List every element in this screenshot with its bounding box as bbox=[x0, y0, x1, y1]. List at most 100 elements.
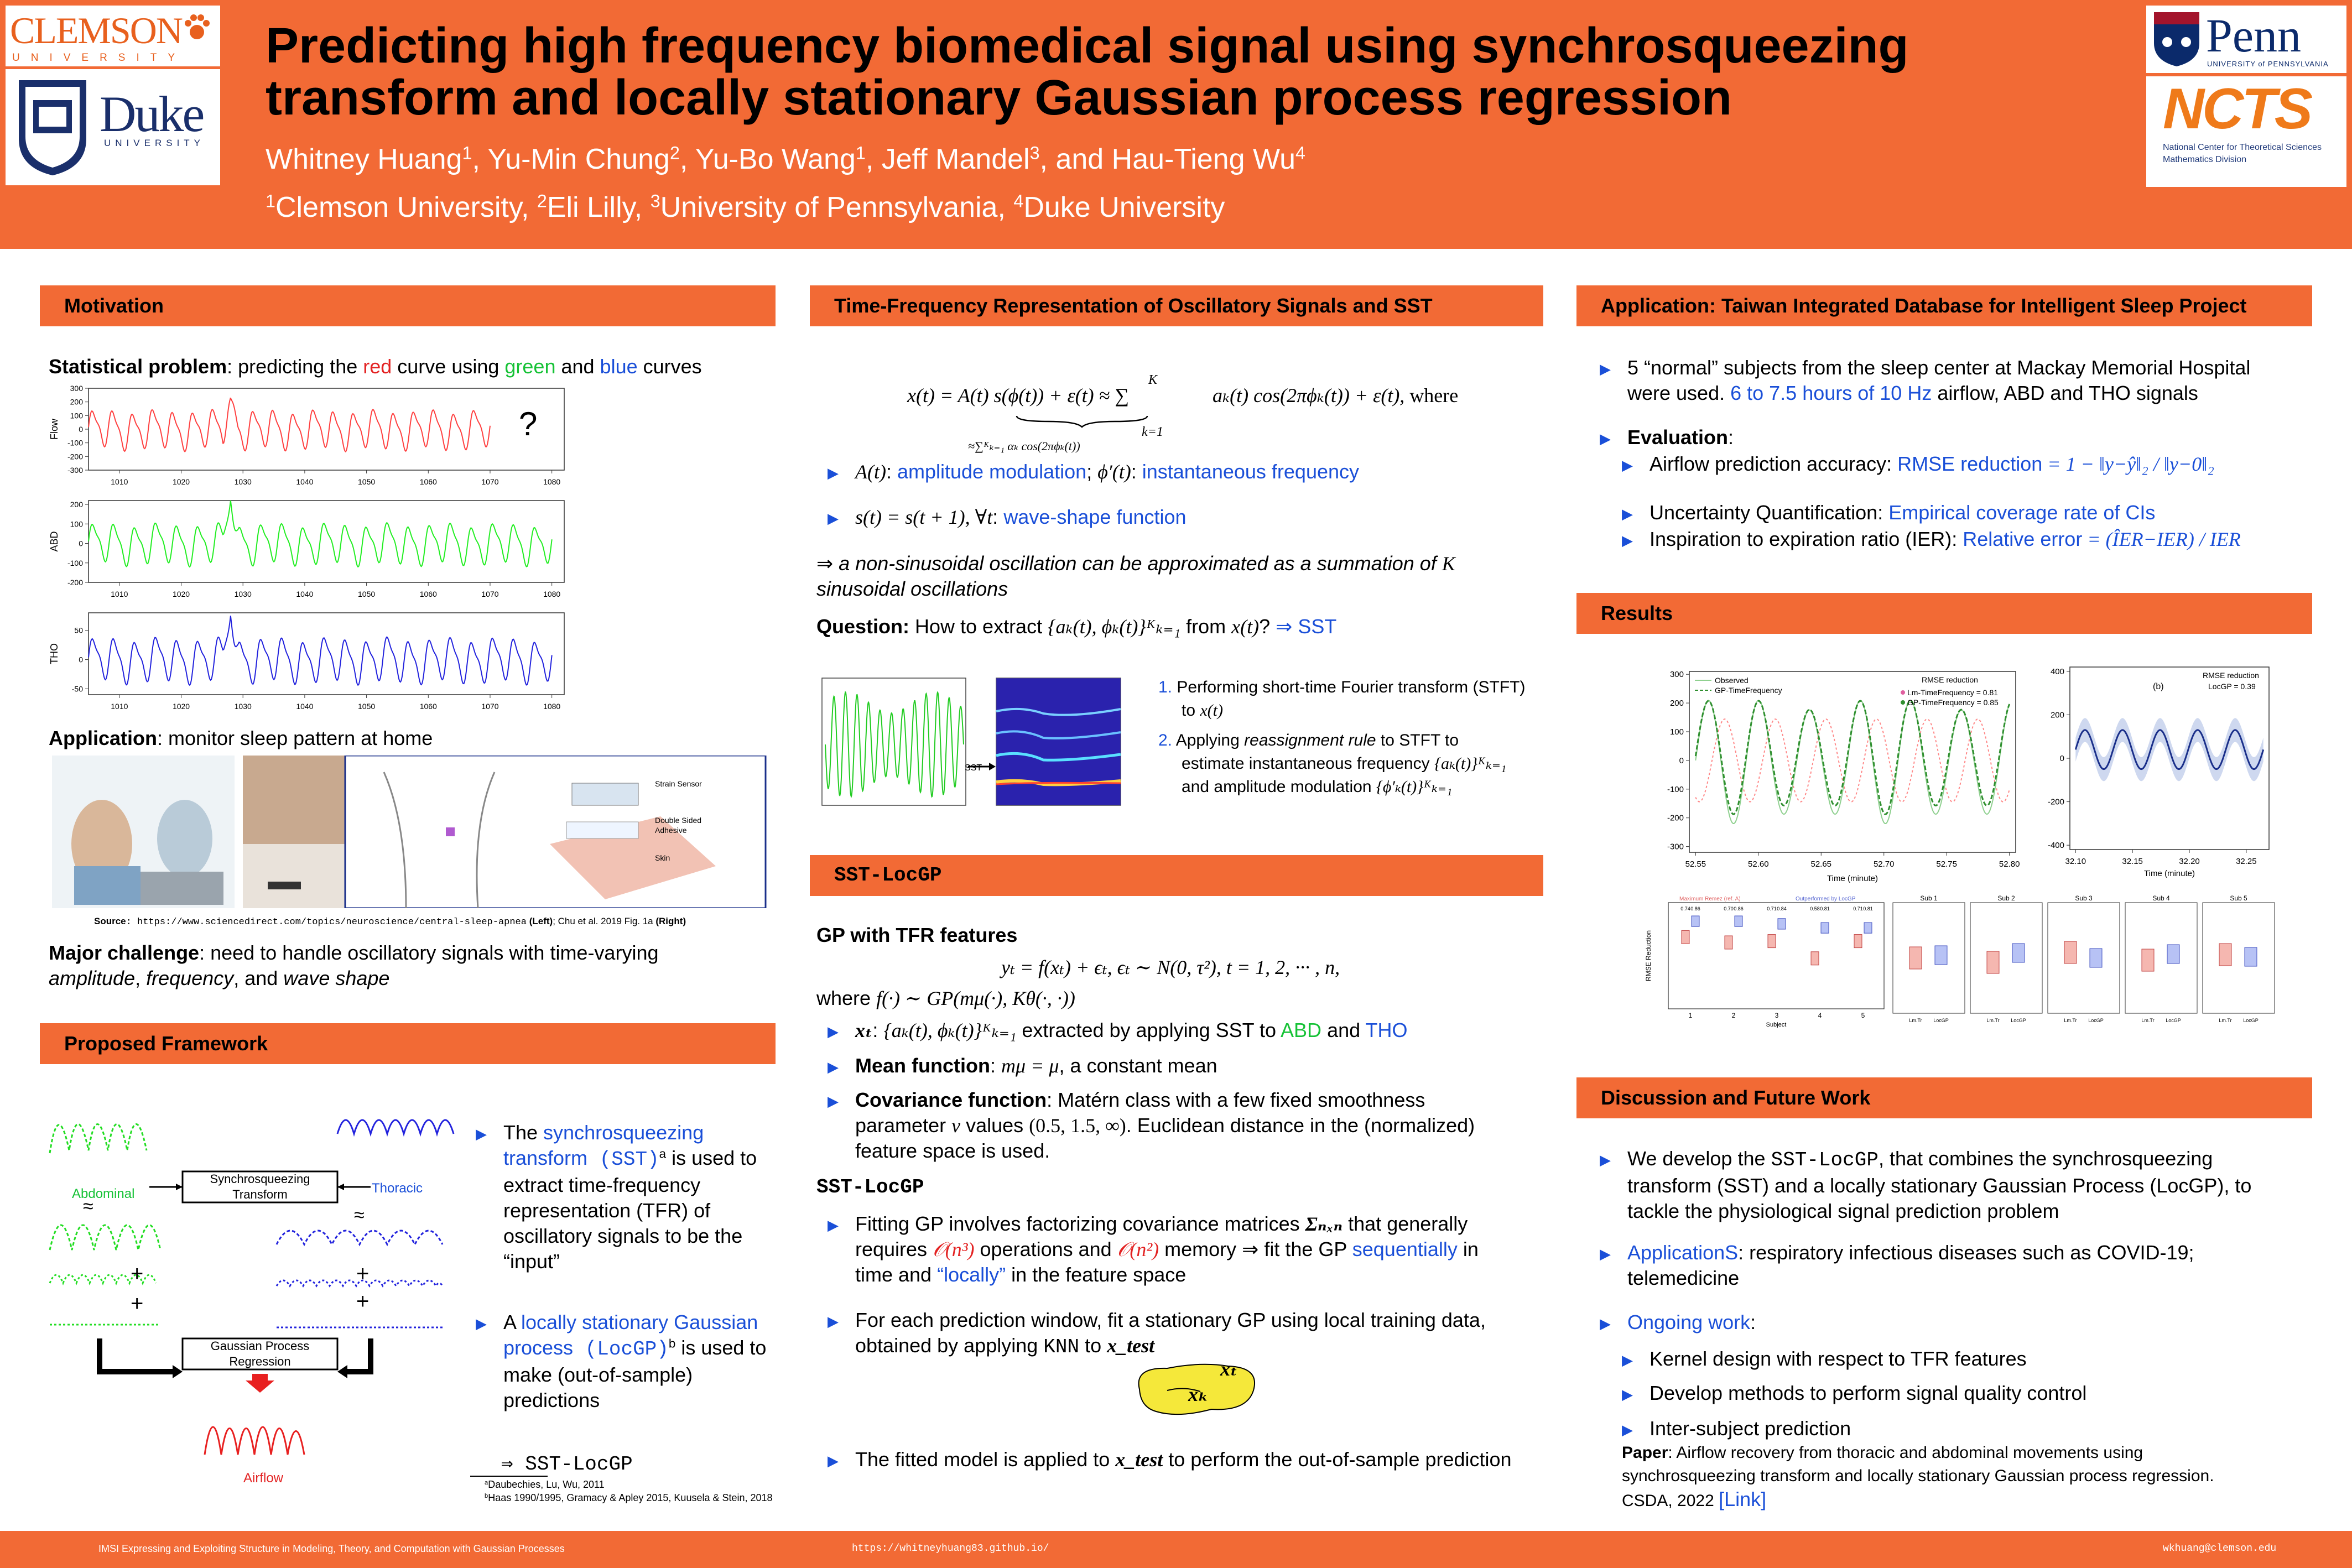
source-label: Source bbox=[94, 916, 126, 926]
question-label: Question: bbox=[816, 615, 909, 638]
author-sup: 3 bbox=[1029, 143, 1040, 163]
rmse-title: RMSE reduction bbox=[2203, 671, 2259, 680]
y-tick-label: -300 bbox=[1667, 842, 1684, 852]
text: make (out-of-sample) bbox=[503, 1363, 693, 1386]
x-tick-label: 52.65 bbox=[1810, 859, 1831, 869]
footer-website-link[interactable]: https://whitneyhuang83.github.io/ bbox=[852, 1543, 1049, 1554]
paper-link[interactable]: [Link] bbox=[1719, 1488, 1767, 1510]
y-tick-label: 400 bbox=[2051, 667, 2064, 676]
math: {ϕ′ₖ(t)}ᴷₖ₌₁ bbox=[1376, 778, 1453, 796]
panel-frame bbox=[2125, 902, 2198, 1014]
x-axis-label: Time (minute) bbox=[2144, 869, 2195, 878]
legend-label: Outperformed by LocGP bbox=[1796, 896, 1856, 902]
author-sup: 1 bbox=[462, 143, 472, 163]
text: ; bbox=[1086, 460, 1098, 483]
text: : bbox=[886, 460, 897, 483]
box-gp bbox=[2167, 944, 2180, 964]
text: is used to bbox=[675, 1336, 767, 1359]
box-label: 0.81 bbox=[1863, 906, 1873, 911]
duke-subtitle: UNIVERSITY bbox=[104, 138, 205, 148]
author-name: Whitney Huang bbox=[266, 143, 462, 175]
eq-sum-top: K bbox=[1148, 373, 1158, 387]
ongoing-item-2: Develop methods to perform signal qualit… bbox=[1622, 1381, 2086, 1407]
locgp-bullet-mean: Mean function: mμ = μ, a constant mean bbox=[828, 1053, 1541, 1080]
x-tick-label: 1070 bbox=[481, 702, 498, 711]
panel-title: Sub 2 bbox=[1997, 894, 2015, 902]
author-name: Hau-Tieng Wu bbox=[1111, 143, 1296, 175]
math: f(·) ∼ GP(mμ(·), Kθ(·, ·)) bbox=[876, 987, 1075, 1009]
locgp-link[interactable]: locally stationary Gaussian process bbox=[503, 1311, 758, 1359]
mean-label: Mean function bbox=[855, 1054, 990, 1077]
y-tick-label: -400 bbox=[2048, 841, 2064, 850]
poster-title: Predicting high frequency biomedical sig… bbox=[266, 20, 2124, 124]
reassignment-rule: reassignment rule bbox=[1244, 731, 1376, 749]
stat-red-word: red bbox=[363, 355, 392, 378]
x-tick-label: 32.25 bbox=[2236, 857, 2257, 866]
tho-word: THO bbox=[1365, 1019, 1408, 1041]
y-tick-label: -50 bbox=[72, 684, 83, 693]
text: and amplitude modulation bbox=[1182, 778, 1376, 796]
box-label: 0.86 bbox=[1690, 906, 1700, 911]
implies-sst-locgp: ⇒ SST-LocGP bbox=[501, 1453, 633, 1476]
text: A bbox=[503, 1311, 522, 1333]
eq-main: x(t) = A(t) s(ϕ(t)) + ε(t) ≈ ∑ bbox=[907, 384, 1130, 407]
text: were used. bbox=[1627, 382, 1731, 404]
text: . Euclidean distance in the (normalized) bbox=[1126, 1114, 1475, 1137]
x-tick-label: Lm.Tr bbox=[1909, 1018, 1922, 1023]
panel-title: Sub 3 bbox=[2075, 894, 2093, 902]
ongoing-work-link: Ongoing work bbox=[1627, 1311, 1751, 1333]
major-text: , bbox=[135, 967, 147, 989]
text: , a constant mean bbox=[1059, 1054, 1217, 1077]
tfr-implication: ⇒ a non-sinusoidal oscillation can be ap… bbox=[816, 551, 1455, 602]
x-tick-label: 1070 bbox=[481, 477, 498, 486]
feature-space-blob bbox=[1138, 1363, 1255, 1415]
text: to bbox=[1079, 1334, 1107, 1357]
x-tick-label: 52.60 bbox=[1748, 859, 1769, 869]
wave-shape-link[interactable]: wave-shape function bbox=[1003, 506, 1187, 528]
eval-label: Evaluation bbox=[1627, 426, 1729, 449]
clemson-wordmark: CLEMSON bbox=[10, 9, 183, 51]
duke-shield-icon bbox=[19, 80, 86, 176]
text: telemedicine bbox=[1627, 1267, 1740, 1289]
frequency-link[interactable]: instantaneous frequency bbox=[1142, 460, 1360, 483]
plot-frame bbox=[88, 500, 565, 583]
locally-link: “locally” bbox=[937, 1263, 1006, 1286]
y-tick-label: -200 bbox=[67, 452, 83, 461]
x-tick-label: LocGP bbox=[1933, 1018, 1949, 1023]
stat-label: Statistical problem bbox=[49, 355, 227, 378]
sst-link[interactable]: synchrosqueezing transform bbox=[503, 1121, 704, 1169]
ncts-subtitle-2: Mathematics Division bbox=[2163, 155, 2247, 164]
plus-symbol: + bbox=[131, 1262, 144, 1286]
penn-logo: Penn UNIVERSITY of PENNSYLVANIA bbox=[2146, 6, 2346, 73]
text: The bbox=[503, 1121, 544, 1144]
x-tick-label: 5 bbox=[1861, 1012, 1865, 1019]
y-tick-label: -100 bbox=[1667, 785, 1684, 794]
text: : respiratory infectious diseases such a… bbox=[1738, 1241, 2194, 1264]
paper-label: Paper bbox=[1622, 1444, 1668, 1462]
x-tick-label: 4 bbox=[1818, 1012, 1822, 1019]
text: : bbox=[990, 1054, 1001, 1077]
legend-dot bbox=[1901, 700, 1905, 705]
y-tick-label: 0 bbox=[79, 539, 83, 548]
footer-email-link[interactable]: wkhuang@clemson.edu bbox=[2163, 1543, 2277, 1554]
box-gp bbox=[1777, 918, 1786, 930]
amplitude-link[interactable]: amplitude modulation bbox=[897, 460, 1087, 483]
x-tick-label: 1020 bbox=[173, 702, 190, 711]
signal-line bbox=[88, 616, 553, 686]
x-tick-label: LocGP bbox=[2011, 1018, 2026, 1023]
affil-name: University of Pennsylvania bbox=[660, 191, 998, 223]
box-lm bbox=[1681, 930, 1690, 944]
author-sep: , and bbox=[1039, 143, 1112, 175]
paper-reference: Paper: Airflow recovery from thoracic an… bbox=[1622, 1441, 2319, 1513]
x-tick-label: 1010 bbox=[111, 477, 128, 486]
sst-link[interactable]: ⇒ SST bbox=[1276, 615, 1337, 638]
text: Applying bbox=[1175, 731, 1245, 749]
affil-sep: , bbox=[521, 191, 537, 223]
gp-box bbox=[181, 1337, 339, 1371]
text: from bbox=[1180, 615, 1232, 638]
major-amplitude: amplitude bbox=[49, 967, 136, 989]
eval-ier: Inspiration to expiration ratio (IER): R… bbox=[1622, 527, 2241, 553]
locgp-bullet-apply: The fitted model is applied to x_test to… bbox=[828, 1447, 1541, 1473]
penn-wordmark: Penn bbox=[2206, 9, 2301, 62]
